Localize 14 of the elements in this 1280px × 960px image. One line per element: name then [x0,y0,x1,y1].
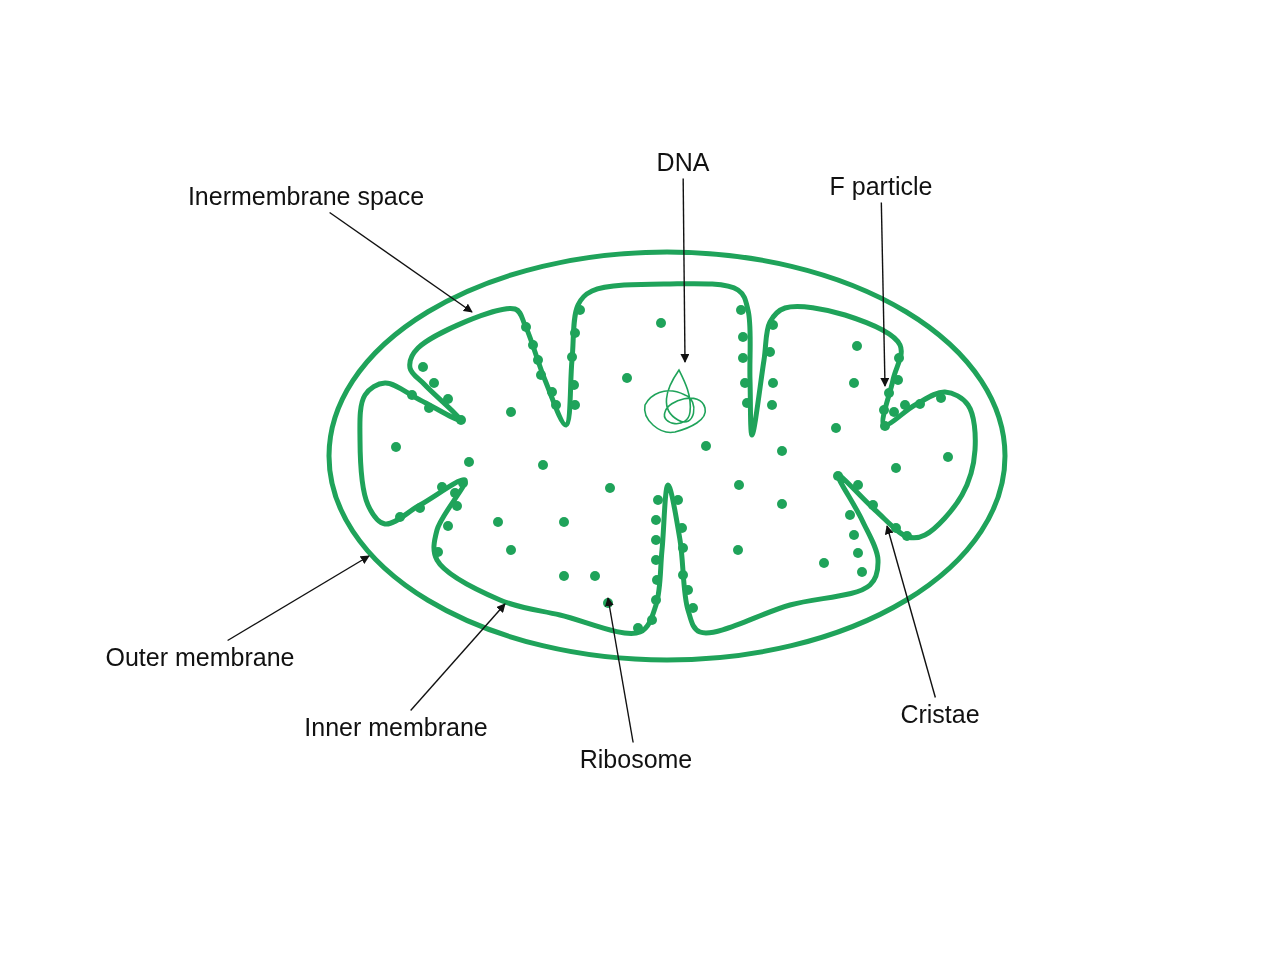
leader-line [880,201,890,387]
leader-line [884,525,937,699]
leader-line [328,211,473,313]
leader-line [604,597,634,744]
part-label: Cristae [900,699,980,729]
part-label: Ribosome [579,744,693,774]
part-label: Inermembrane space [187,181,425,211]
part-label: DNA [656,147,710,177]
leader-line [409,603,506,712]
part-label: Outer membrane [105,642,295,672]
leader-line [226,555,370,642]
part-label: F particle [829,171,933,201]
leader-line [680,177,690,363]
part-label: Inner membrane [304,712,488,742]
